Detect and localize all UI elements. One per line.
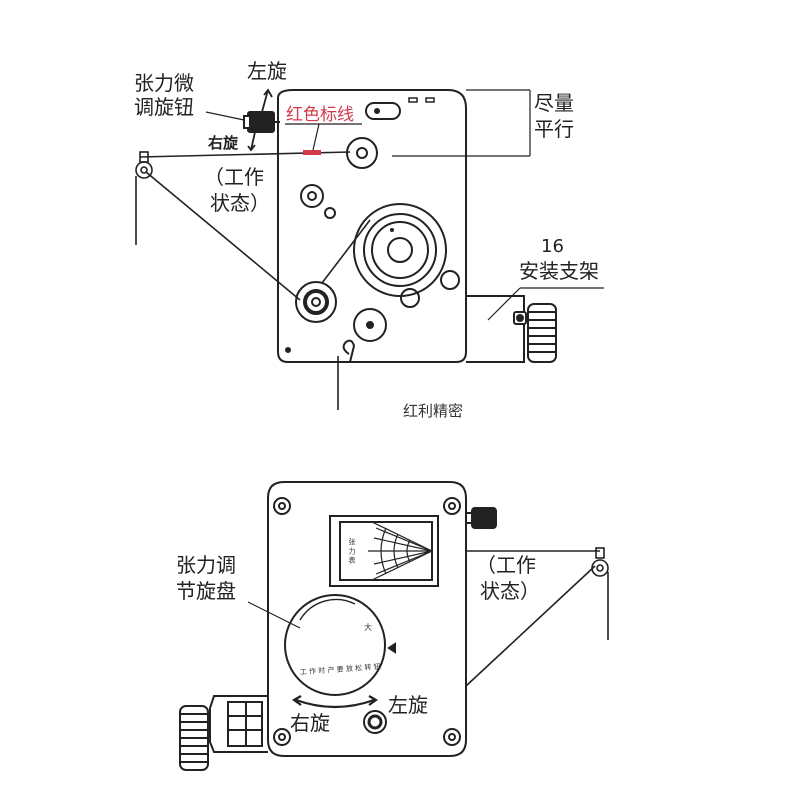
lower-pulley xyxy=(295,281,337,323)
tension-fine-knob[interactable] xyxy=(243,111,280,133)
bracket-label: 安装支架 xyxy=(519,259,599,283)
working-state-top-line1: （工作 xyxy=(204,165,264,189)
corner-hole xyxy=(273,728,291,746)
dial-scale-text: 工 作 时 产 要 放 松 转 钮 xyxy=(300,662,381,677)
leader-lines-top xyxy=(205,89,604,321)
tension-gauge xyxy=(329,515,439,587)
dial-label-line2: 节旋盘 xyxy=(176,579,236,603)
dial-label-line1: 张力调 xyxy=(176,553,236,577)
exit-hook xyxy=(342,339,356,363)
bottom-bracket xyxy=(209,695,268,753)
working-state-top-line2: 状态） xyxy=(210,191,270,215)
lower-middle-pulley xyxy=(353,308,387,342)
mount-hole xyxy=(440,270,460,290)
bottom-right-turn-label: 右旋 xyxy=(290,711,330,735)
tension-adjust-dial[interactable] xyxy=(284,594,386,696)
red-mark-line xyxy=(303,150,321,155)
bottom-housing xyxy=(267,481,467,757)
slot-hole xyxy=(408,97,418,103)
bracket-number: 16 xyxy=(541,236,564,257)
red-line-label: 红色标线 xyxy=(286,105,354,125)
gauge-label: 张 力 表 xyxy=(348,537,356,564)
top-tensioner xyxy=(277,89,525,363)
right-turn-label: 右旋 xyxy=(208,134,239,152)
slot-hole xyxy=(425,97,435,103)
parallel-label-line2: 平行 xyxy=(534,117,574,141)
dial-marker-text: 大 xyxy=(364,622,372,632)
bottom-wire-path xyxy=(465,547,609,687)
corner-hole xyxy=(443,728,461,746)
bottom-left-turn-label: 左旋 xyxy=(388,693,428,717)
parallel-label-line1: 尽量 xyxy=(534,91,574,115)
knob-label-line1: 张力微 xyxy=(134,71,194,95)
leader-line-dial xyxy=(247,601,301,629)
corner-hole xyxy=(443,497,461,515)
mount-hole xyxy=(300,184,324,208)
working-state-bottom-line2: 状态） xyxy=(480,579,540,603)
left-turn-label: 左旋 xyxy=(247,59,287,83)
top-mounting-bracket xyxy=(466,295,525,363)
right-wire-guide xyxy=(591,559,609,577)
mount-hole xyxy=(285,347,291,353)
left-wire-guide xyxy=(135,161,153,179)
watermark: 红利精密 xyxy=(403,402,463,420)
bottom-pulley xyxy=(363,710,387,734)
knob-label-line2: 调旋钮 xyxy=(134,95,194,119)
top-bracket-knob[interactable] xyxy=(513,303,557,363)
mount-hole xyxy=(400,288,420,308)
bottom-top-knob[interactable] xyxy=(465,507,497,529)
working-state-bottom-line1: （工作 xyxy=(476,553,536,577)
rotate-arrow-icon xyxy=(247,88,273,152)
tension-drum xyxy=(353,203,447,297)
bottom-tensioner xyxy=(267,481,467,757)
top-housing xyxy=(277,89,467,363)
gauge-scale xyxy=(368,521,433,581)
guide-pulley xyxy=(346,137,378,169)
bottom-bracket-knob[interactable] xyxy=(179,705,209,771)
gauge-label-text: 张 力 表 xyxy=(348,537,356,564)
mount-hole xyxy=(324,207,336,219)
rotate-arrow-icon xyxy=(295,698,375,709)
oval-slot xyxy=(365,102,401,120)
corner-hole xyxy=(273,497,291,515)
